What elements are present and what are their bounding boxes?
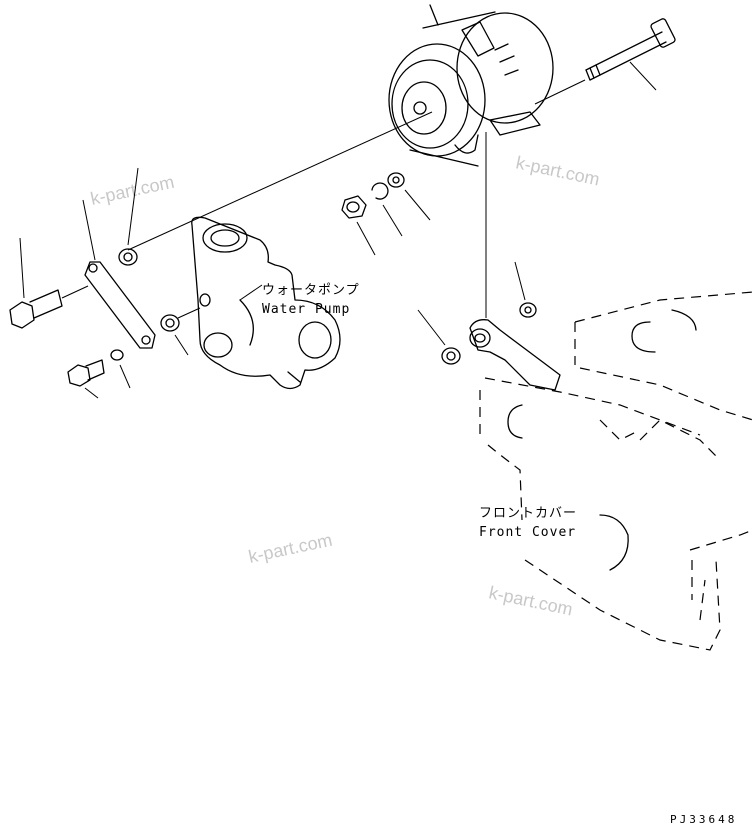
watermark-middle: k-part.com bbox=[247, 530, 334, 567]
drawing-code: PJ33648 bbox=[670, 813, 737, 826]
front-cover bbox=[479, 291, 753, 651]
watermark-top-left: k-part.com bbox=[89, 172, 176, 209]
link-plate bbox=[82, 199, 156, 349]
spacer bbox=[118, 167, 139, 266]
lower-washer bbox=[110, 349, 131, 389]
washer bbox=[387, 172, 431, 221]
pump-washer bbox=[160, 307, 201, 356]
front-cover-label-en: Front Cover bbox=[479, 525, 576, 540]
bolt-axis-line bbox=[534, 79, 586, 105]
compressor bbox=[388, 4, 554, 167]
nut bbox=[341, 195, 376, 256]
bracket-washer-right bbox=[514, 261, 537, 318]
front-cover-label-jp: フロントカバー bbox=[479, 506, 577, 521]
bracket bbox=[469, 319, 561, 391]
watermark-bottom-right: k-part.com bbox=[487, 582, 574, 619]
lower-bolt bbox=[67, 359, 105, 399]
water-pump bbox=[191, 216, 341, 390]
watermark-top-right: k-part.com bbox=[514, 152, 601, 189]
water-pump-label-jp: ウォータポンプ bbox=[262, 283, 360, 298]
water-pump-leader bbox=[239, 284, 263, 301]
upper-bolt bbox=[9, 237, 89, 329]
assembly-axis-line bbox=[127, 111, 433, 251]
spring-washer bbox=[371, 182, 403, 237]
water-pump-label-en: Water Pump bbox=[262, 302, 350, 317]
bracket-washer-left bbox=[417, 309, 461, 365]
long-bolt bbox=[585, 18, 676, 91]
